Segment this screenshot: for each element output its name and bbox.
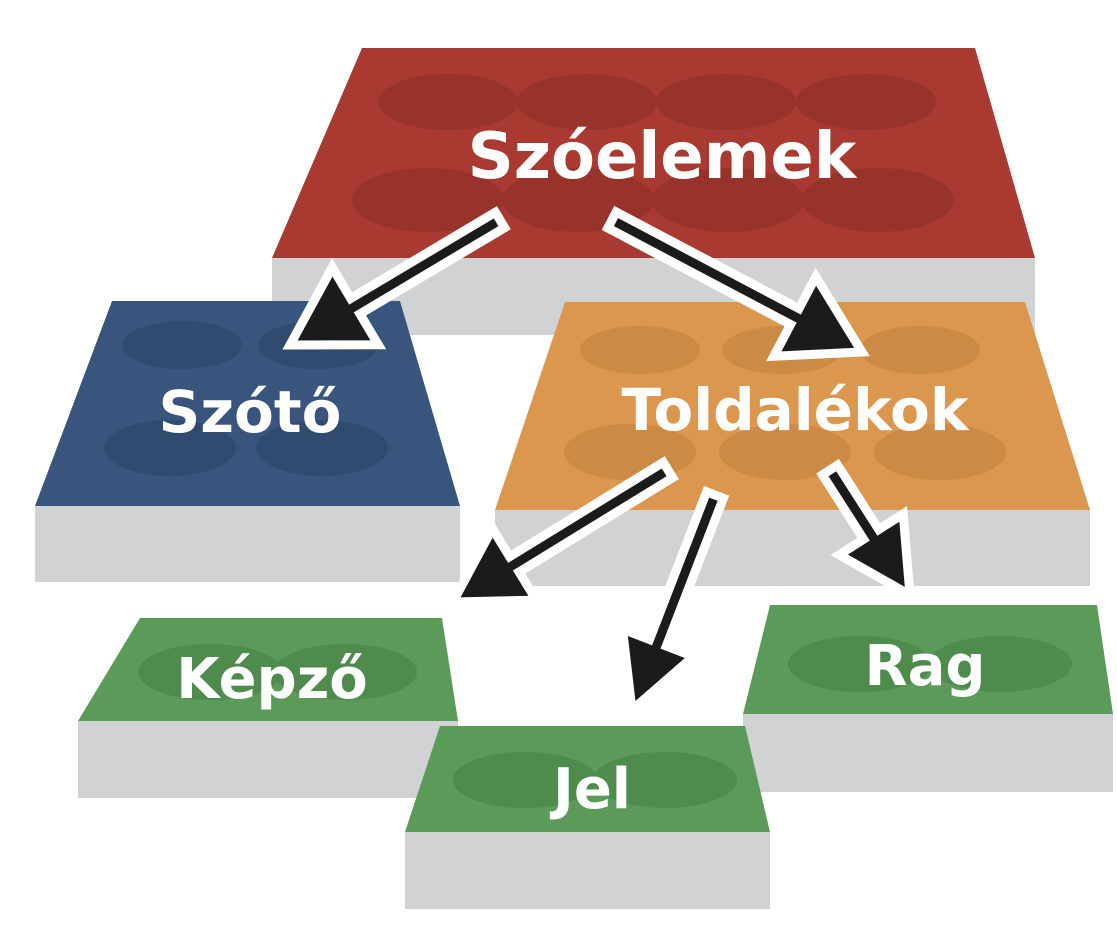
label-jel: Jel [549,757,631,822]
label-toldalekok: Toldalékok [622,376,970,444]
brick-szoto: Szótő [35,301,460,582]
brick-side [743,714,1113,792]
brick-jel: Jel [405,726,770,909]
arrow-toldalekok-to-kepzo [445,456,679,607]
label-rag: Rag [865,634,986,699]
brick-studs [138,644,417,700]
brick-szoelemek: Szóelemek [272,48,1035,335]
brick-side [405,832,770,909]
arrow-szoelemek-to-toldalekok [601,205,870,362]
brick-kepzo: Képző [78,618,458,798]
brick-studs [788,636,1072,692]
brick-side [35,506,460,582]
brick-toldalekok: Toldalékok [495,302,1090,586]
brick-studs [352,74,954,232]
brick-studs [453,752,737,808]
label-szoelemek: Szóelemek [468,120,858,194]
label-kepzo: Képző [176,647,368,712]
arrow-toldalekok-to-jel [617,486,730,719]
brick-rag: Rag [743,605,1113,792]
arrow-toldalekok-to-rag [816,458,916,604]
brick-side [78,721,458,798]
arrow-szoelemek-to-szoto [282,206,511,350]
arrows [282,205,916,719]
label-szoto: Szótő [159,378,342,446]
